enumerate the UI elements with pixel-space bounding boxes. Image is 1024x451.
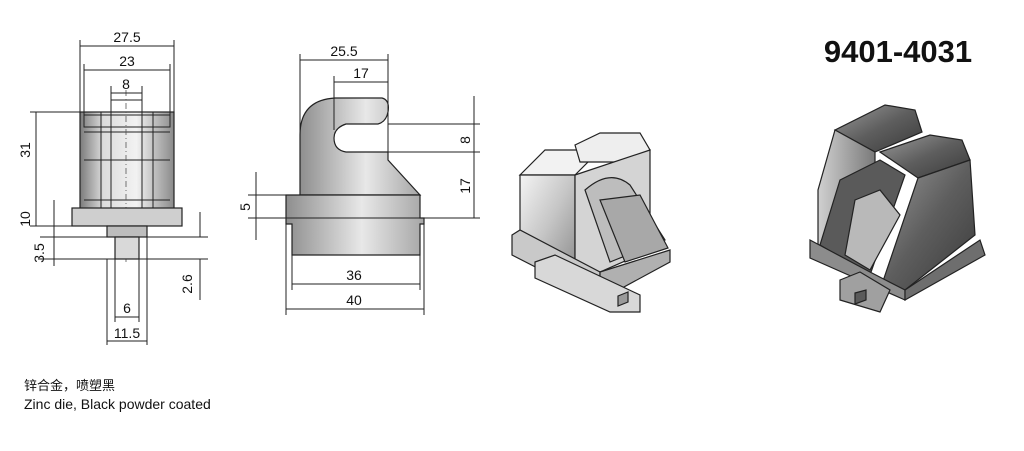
svg-text:36: 36 <box>346 267 362 283</box>
front-dim-neck-width: 11.5 <box>107 325 147 342</box>
svg-text:31: 31 <box>17 142 33 158</box>
side-view: 25.5 17 8 17 5 36 <box>237 43 480 315</box>
isometric-view-light <box>511 132 671 313</box>
front-dim-flange-height: 10 <box>17 200 107 237</box>
front-dim-stem-width: 6 <box>106 237 148 345</box>
part-number: 9401-4031 <box>824 34 972 69</box>
svg-text:11.5: 11.5 <box>114 325 140 341</box>
svg-text:8: 8 <box>457 136 473 144</box>
material-note-cn: 锌合金，喷塑黑 <box>24 379 116 394</box>
side-dim-hook-width: 17 <box>333 65 388 130</box>
svg-text:5: 5 <box>237 203 253 211</box>
side-view-body <box>285 97 425 256</box>
svg-text:8: 8 <box>122 76 130 92</box>
side-dim-top-width: 25.5 <box>299 43 389 160</box>
svg-text:25.5: 25.5 <box>330 43 357 59</box>
svg-text:27.5: 27.5 <box>113 29 140 45</box>
isometric-view-dark <box>809 104 986 313</box>
svg-text:10: 10 <box>17 211 33 227</box>
front-view-body <box>71 90 183 262</box>
side-dim-slot-height: 8 <box>388 96 480 153</box>
svg-text:40: 40 <box>346 292 362 308</box>
material-note-en: Zinc die, Black powder coated <box>24 396 211 412</box>
svg-text:3.5: 3.5 <box>31 243 47 263</box>
side-dim-base-length: 40 <box>285 224 425 315</box>
side-dim-hook-height: 17 <box>420 152 480 219</box>
front-view: 27.5 23 8 31 10 3.5 <box>17 29 208 345</box>
front-dim-neck-height: 2.6 <box>139 212 208 300</box>
front-dim-inner-width: 23 <box>83 53 171 115</box>
side-dim-base-inner: 36 <box>291 255 421 290</box>
svg-text:17: 17 <box>353 65 369 81</box>
svg-text:2.6: 2.6 <box>179 274 195 294</box>
front-dim-body-height: 31 <box>17 111 80 226</box>
svg-text:6: 6 <box>123 300 131 316</box>
svg-text:23: 23 <box>119 53 135 69</box>
front-dim-slot-width: 8 <box>110 76 143 100</box>
front-dim-step-height: 3.5 <box>31 236 115 266</box>
front-dim-overall-width: 27.5 <box>79 29 175 112</box>
svg-text:17: 17 <box>457 178 473 194</box>
side-dim-base-step: 5 <box>237 172 300 240</box>
